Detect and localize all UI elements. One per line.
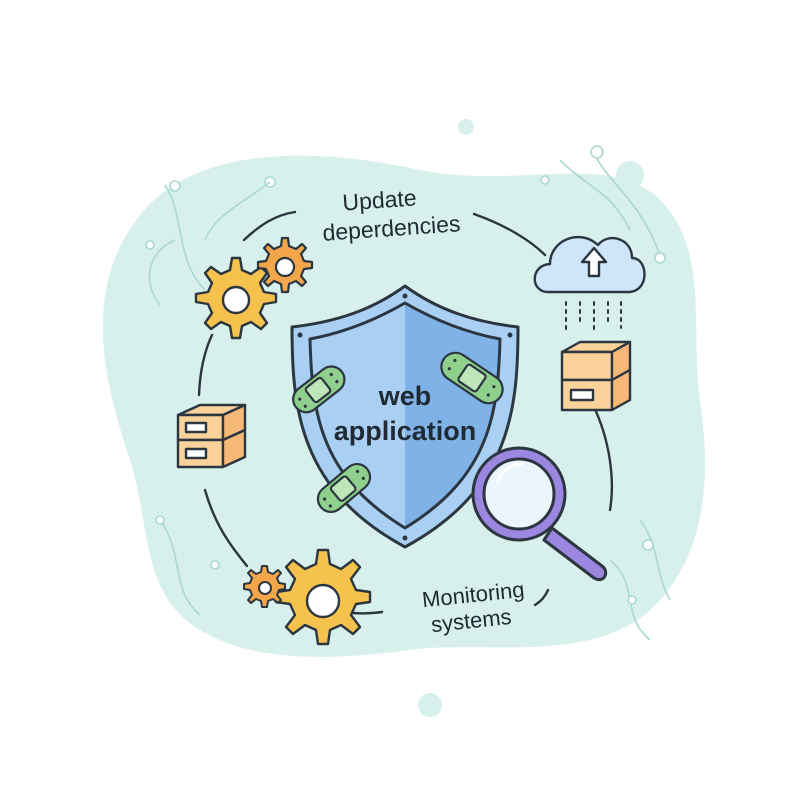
gear-icon [194, 256, 278, 340]
gear-icon [274, 548, 372, 646]
decorative-vines [145, 145, 671, 641]
cycle-path [197, 210, 614, 615]
gear-icon [243, 565, 286, 608]
bandage-icon [316, 462, 372, 514]
bandage-icon [292, 365, 346, 414]
center-title-line1: web [378, 381, 432, 411]
rain-lines [565, 301, 622, 333]
magnifier-icon [471, 446, 608, 581]
gear-icon [256, 236, 314, 294]
server-box-icon [176, 403, 247, 469]
center-title-line2: application [334, 416, 477, 446]
cloud-upload-icon [533, 235, 646, 294]
label-update-line1: Update [342, 184, 418, 215]
bandage-icon [440, 351, 504, 405]
server-box-icon [560, 340, 632, 412]
